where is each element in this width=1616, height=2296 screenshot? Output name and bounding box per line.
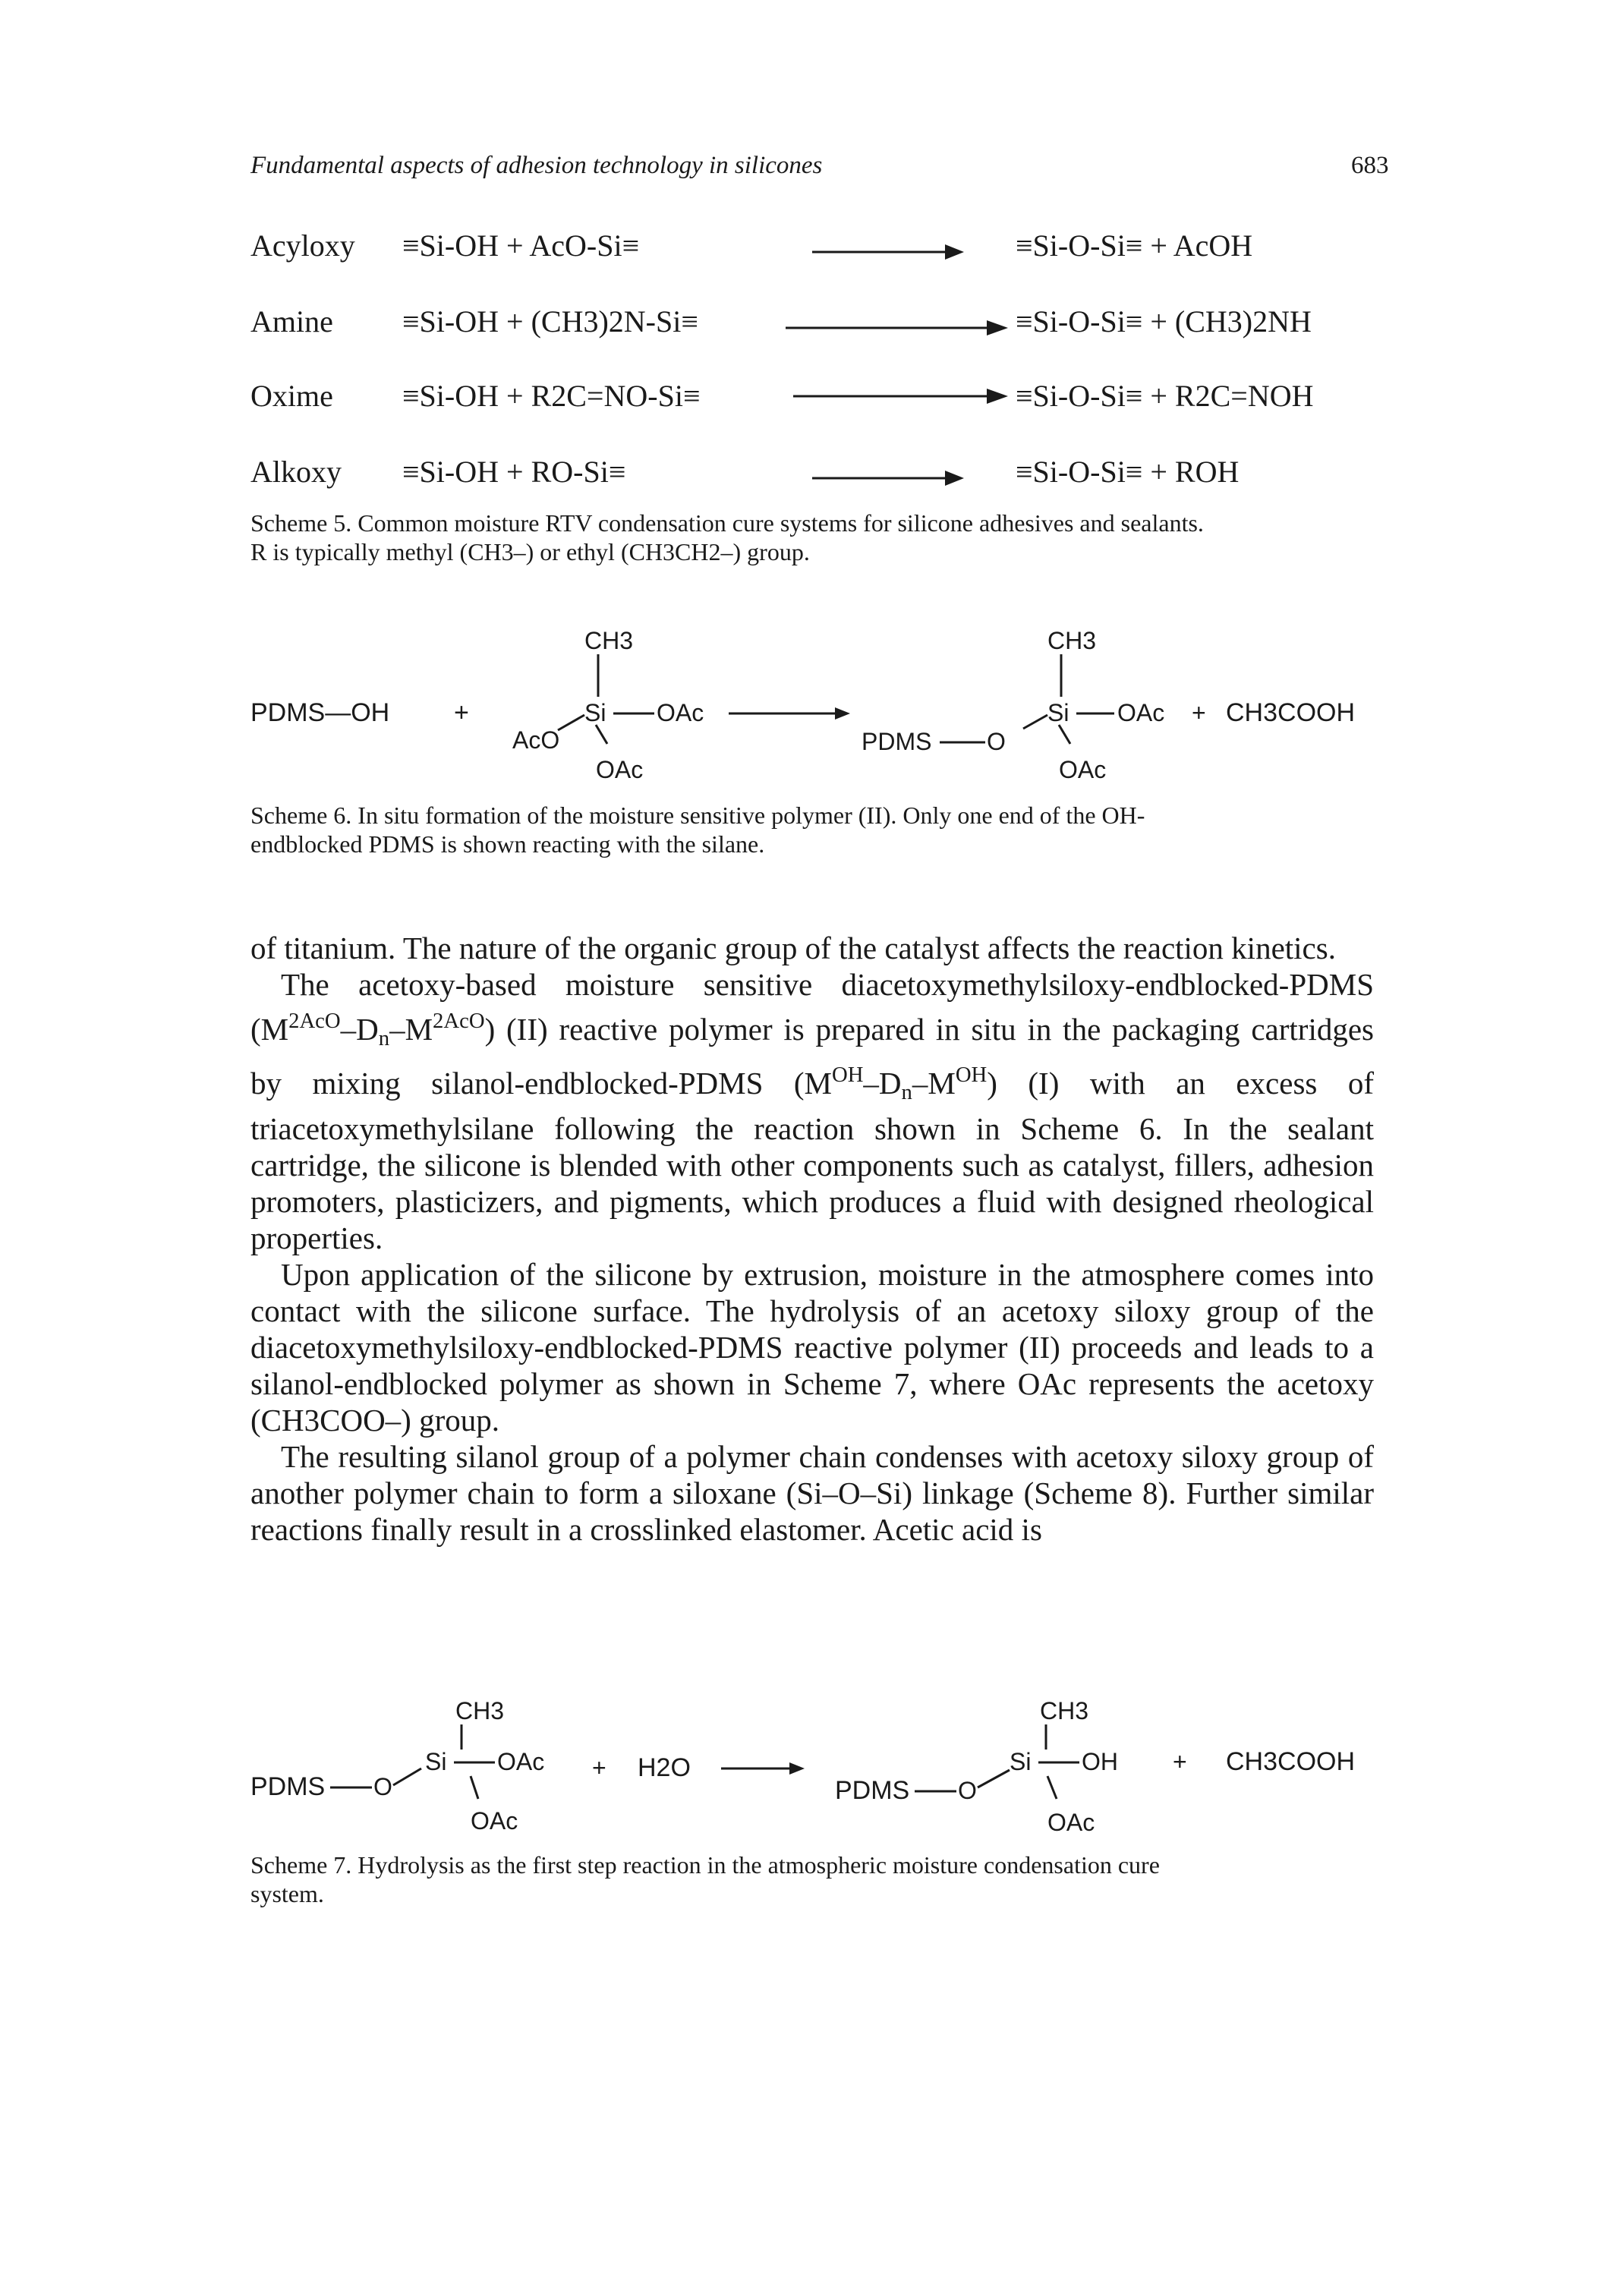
acetoxy-left-label: AcO [512,726,559,754]
water-label: H2O [638,1753,691,1782]
caption-line: Scheme 6. In situ formation of the moist… [250,802,1145,829]
cure-system-name: Alkoxy [250,455,342,489]
caption-line: R is typically methyl (CH3–) or ethyl (C… [250,538,810,565]
acetoxy-label: OAc [657,699,704,726]
products: ≡Si-O-Si≡ + R2C=NOH [1016,379,1314,413]
silicon-label: Si [584,699,606,726]
plus-sign: + [454,698,469,727]
methyl-label: CH3 [1047,627,1096,654]
caption-line: Scheme 5. Common moisture RTV condensati… [250,509,1204,537]
paragraph: of titanium. The nature of the organic g… [250,931,1336,965]
cure-system-name: Amine [250,304,333,339]
bond-line [557,713,585,732]
bond-line [594,724,609,745]
bond-line [469,1775,480,1800]
silicon-label: Si [425,1748,446,1775]
acetic-acid-label: CH3COOH [1226,1747,1355,1776]
scheme-5-row-alkoxy: Alkoxy ≡Si-OH + RO-Si≡ ≡Si-O-Si≡ + ROH [250,454,1374,499]
scheme-5-caption: Scheme 5. Common moisture RTV condensati… [250,509,1366,566]
acetoxy-bottom-label: OAc [471,1807,518,1835]
products: ≡Si-O-Si≡ + AcOH [1016,228,1253,263]
paragraph: The acetoxy-based moisture sensitive dia… [250,967,1374,1255]
plus-sign: + [1192,699,1206,726]
methyl-label: CH3 [455,1697,504,1724]
reactants: ≡Si-OH + (CH3)2N-Si≡ [402,304,698,339]
scheme-7-structure: PDMS O CH3 Si OAc OAc + H2O PDMS O CH3 S… [250,1697,1355,1836]
hydroxyl-label: OH [1082,1748,1118,1775]
scheme-5-row-oxime: Oxime ≡Si-OH + R2C=NO-Si≡ ≡Si-O-Si≡ + R2… [250,378,1374,424]
silicon-label: Si [1047,699,1069,726]
scheme-5-row-acyloxy: Acyloxy ≡Si-OH + AcO-Si≡ ≡Si-O-Si≡ + AcO… [250,228,1374,273]
acetoxy-bottom-label: OAc [596,756,643,783]
caption-line: Scheme 7. Hydrolysis as the first step r… [250,1851,1160,1879]
scheme-5-row-amine: Amine ≡Si-OH + (CH3)2N-Si≡ ≡Si-O-Si≡ + (… [250,304,1374,349]
arrow-head [789,1762,805,1775]
reactants: ≡Si-OH + RO-Si≡ [402,455,626,489]
body-text: of titanium. The nature of the organic g… [250,930,1374,1548]
bond-line [1022,713,1048,730]
bond-line [1046,1775,1058,1800]
oxygen-label: O [373,1773,392,1800]
pdms-label: PDMS [835,1776,909,1805]
acetoxy-bottom-label: OAc [1047,1809,1095,1836]
products: ≡Si-O-Si≡ + (CH3)2NH [1016,304,1312,339]
acetoxy-label: OAc [497,1748,544,1775]
caption-line: system. [250,1880,324,1907]
silicon-label: Si [1010,1748,1031,1775]
methyl-label: CH3 [1040,1697,1088,1724]
pdms-label: PDMS [862,728,931,755]
scheme-7-caption: Scheme 7. Hydrolysis as the first step r… [250,1850,1366,1908]
reactants: ≡Si-OH + R2C=NO-Si≡ [402,379,701,413]
cure-system-name: Acyloxy [250,228,355,263]
oxygen-label: O [958,1777,977,1804]
acetoxy-bottom-label: OAc [1059,756,1106,783]
acetoxy-label: OAc [1117,699,1164,726]
methyl-label: CH3 [584,627,633,654]
bond-line [392,1767,422,1787]
paragraph: Upon application of the silicone by extr… [250,1256,1374,1438]
reaction-arrow [793,389,1008,404]
page-number: 683 [1351,152,1389,179]
running-head: Fundamental aspects of adhesion technolo… [250,152,823,179]
reactants: ≡Si-OH + AcO-Si≡ [402,228,640,263]
oxygen-label: O [987,728,1006,755]
bond-line [977,1768,1010,1789]
caption-line: endblocked PDMS is shown reacting with t… [250,830,765,858]
reaction-arrow [812,244,964,260]
bond-line [1057,724,1072,745]
reaction-arrow [812,471,964,486]
acetic-acid-label: CH3COOH [1226,698,1355,727]
products: ≡Si-O-Si≡ + ROH [1016,455,1240,489]
arrow-head [835,707,850,720]
plus-sign: + [592,1754,606,1781]
scheme-6-structure: PDMS—OH + CH3 Si OAc AcO OAc CH3 Si OAc … [250,627,1355,783]
pdms-label: PDMS [250,1772,325,1801]
pdms-oh-label: PDMS—OH [250,698,389,727]
cure-system-name: Oxime [250,379,333,413]
scheme-6-caption: Scheme 6. In situ formation of the moist… [250,801,1366,858]
reaction-arrow [786,320,1008,335]
plus-sign: + [1173,1748,1187,1775]
paragraph: The resulting silanol group of a polymer… [250,1438,1374,1547]
